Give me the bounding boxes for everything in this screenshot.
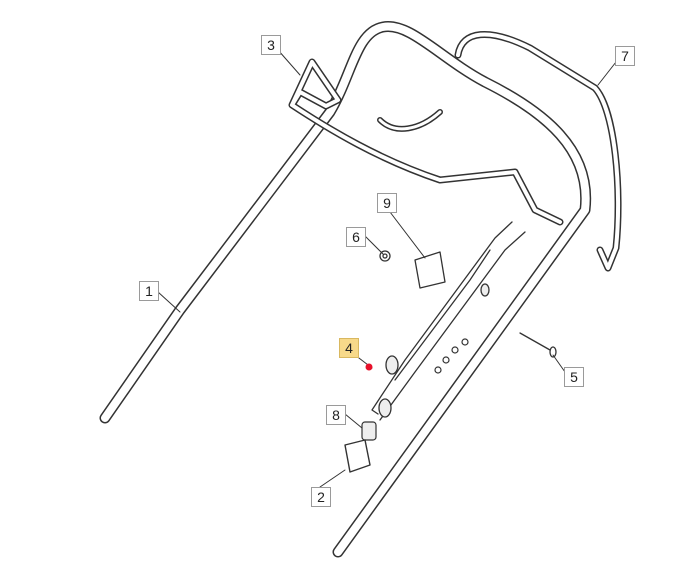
leader-lines — [157, 49, 617, 488]
part-3-crossbar[interactable] — [288, 58, 564, 226]
callout-1[interactable]: 1 — [139, 281, 159, 301]
part-1-handle-tube[interactable] — [99, 21, 592, 558]
part-5-bolt[interactable] — [519, 332, 557, 358]
part-8-spring[interactable] — [361, 421, 377, 441]
part-7-upper-bar[interactable] — [454, 31, 622, 272]
callout-6[interactable]: 6 — [346, 227, 366, 247]
part-9-block[interactable] — [414, 251, 446, 289]
callout-7[interactable]: 7 — [615, 46, 635, 66]
callout-4-highlighted[interactable]: 4 — [339, 338, 359, 358]
callout-5[interactable]: 5 — [564, 367, 584, 387]
washers — [434, 338, 469, 374]
callout-8[interactable]: 8 — [326, 405, 346, 425]
selected-part-marker — [365, 363, 373, 371]
callout-9[interactable]: 9 — [377, 193, 397, 213]
callout-3[interactable]: 3 — [261, 35, 281, 55]
callout-2[interactable]: 2 — [311, 487, 331, 507]
part-2-clip[interactable] — [344, 439, 371, 473]
part-4-cable[interactable] — [371, 221, 526, 421]
